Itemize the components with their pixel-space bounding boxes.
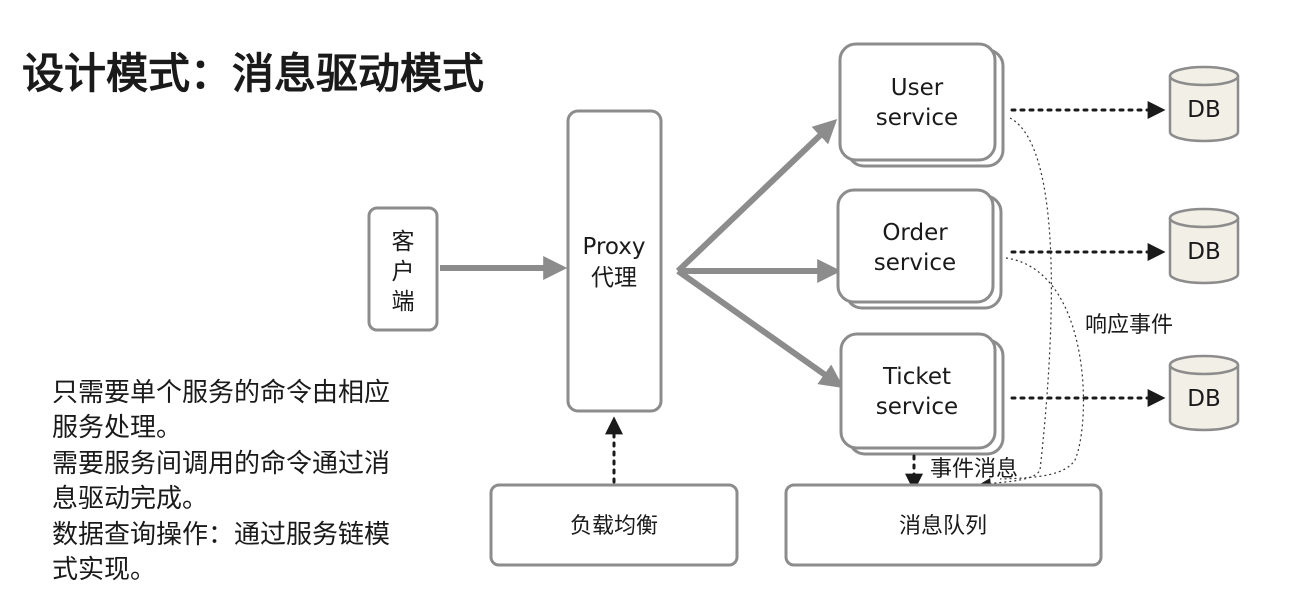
note-line-4: 息驱动完成。: [52, 484, 208, 514]
order-service-line1: Order: [882, 220, 948, 246]
load-balancer-node: 负载均衡: [489, 483, 739, 567]
note-line-5: 数据查询操作：通过服务链模: [52, 520, 390, 550]
db-label-ticket: DB: [1187, 386, 1221, 412]
event-message-label: 事件消息: [930, 457, 1018, 482]
proxy-label-en: Proxy: [582, 234, 645, 260]
ticket-service-node: Ticket service: [839, 332, 1005, 456]
db-label-user: DB: [1187, 97, 1221, 123]
load-balancer-label: 负载均衡: [570, 514, 658, 539]
proxy-to-ticket-arrow: [676, 268, 844, 389]
db-cylinder-user: DB: [1168, 65, 1240, 143]
proxy-to-user-arrow: [675, 119, 838, 274]
order-service-node: Order service: [836, 188, 1003, 310]
response-event-curve-order: [999, 257, 1085, 480]
ticket-service-line2: service: [876, 394, 958, 420]
order-service-line2: service: [874, 250, 956, 276]
client-char-1: 客: [392, 229, 415, 255]
message-queue-node: 消息队列: [784, 483, 1103, 567]
client-char-3: 端: [392, 289, 415, 315]
client-node: 客 户 端: [367, 206, 439, 332]
response-event-label: 响应事件: [1085, 313, 1173, 338]
page-title: 设计模式：消息驱动模式: [22, 49, 484, 98]
user-service-node: User service: [838, 42, 1005, 168]
db-label-order: DB: [1187, 239, 1221, 265]
user-service-line1: User: [891, 75, 944, 101]
note-line-6: 式实现。: [52, 555, 156, 585]
user-service-line2: service: [876, 105, 958, 131]
proxy-label-cn: 代理: [591, 265, 637, 291]
db-cylinder-ticket: DB: [1168, 354, 1240, 432]
proxy-node: Proxy 代理: [566, 109, 663, 413]
response-event-curve-user: [979, 117, 1052, 489]
notes-block: 只需要单个服务的命令由相应 服务处理。 需要服务间调用的命令通过消 息驱动完成。…: [52, 378, 390, 585]
note-line-3: 需要服务间调用的命令通过消: [52, 449, 390, 479]
db-cylinder-order: DB: [1168, 207, 1240, 285]
client-char-2: 户: [392, 259, 415, 285]
note-line-1: 只需要单个服务的命令由相应: [52, 378, 390, 408]
note-line-2: 服务处理。: [52, 413, 182, 443]
ticket-service-line1: Ticket: [882, 364, 951, 390]
message-queue-label: 消息队列: [899, 514, 987, 539]
